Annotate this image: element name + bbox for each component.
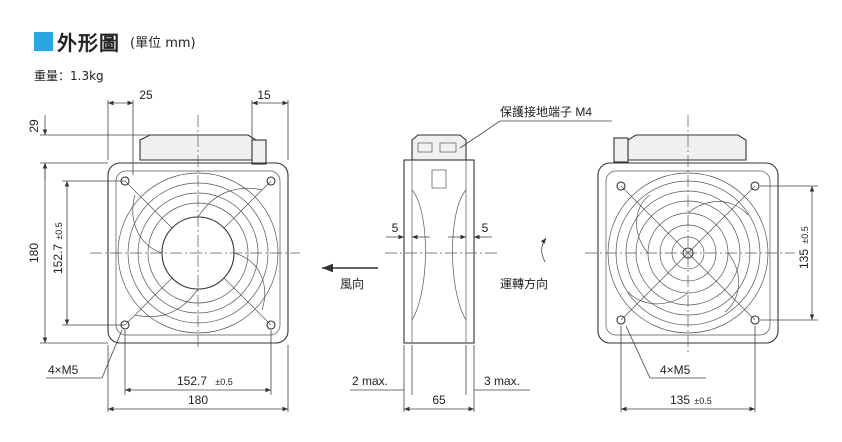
- rotation-indicator: 運轉方向: [500, 237, 548, 291]
- dim-back-right-tol: ±0.5: [800, 226, 810, 243]
- weight-label: 重量：1.3kg: [34, 69, 104, 83]
- back-dimensions: 135 ±0.5 4×M5 135 ±0.5: [620, 185, 818, 412]
- side-connector-2: [439, 142, 457, 153]
- earth-terminal-callout: 保護接地端子 M4: [459, 104, 612, 149]
- dim-bottom-152-tol: ±0.5: [215, 377, 232, 387]
- front-holes-label: 4×M5: [48, 363, 79, 377]
- dim-left-29: 29: [27, 119, 41, 133]
- rotation-label: 運轉方向: [500, 276, 548, 291]
- front-hole-tr: [266, 176, 276, 186]
- dim-side-left-max: 2 max.: [352, 374, 388, 388]
- side-connector-1: [417, 142, 433, 153]
- side-blade-right: [452, 189, 467, 321]
- dim-left-152: 152.7: [51, 244, 65, 274]
- accent-square: [34, 31, 53, 51]
- side-top-box: [411, 134, 467, 161]
- front-blade-3: [134, 288, 199, 318]
- side-body: [403, 159, 475, 344]
- side-blade-left: [411, 189, 426, 321]
- dim-side-left-5: 5: [392, 221, 399, 235]
- back-blade-4: [636, 194, 651, 254]
- side-view: [385, 134, 500, 344]
- front-blade-2: [233, 252, 266, 311]
- dim-side-depth: 65: [432, 393, 446, 407]
- back-blade-1: [687, 201, 749, 216]
- page-title: 外形圖: [57, 30, 120, 55]
- front-view: [90, 115, 300, 350]
- page-header: 外形圖 (單位 mm): [34, 30, 196, 55]
- front-strut-3: [124, 277, 173, 326]
- airflow-indicator: 風向: [322, 263, 378, 291]
- airflow-label: 風向: [340, 276, 364, 291]
- unit-label: (單位 mm): [130, 35, 196, 51]
- dim-side-right-5: 5: [482, 221, 489, 235]
- side-screw: [431, 169, 447, 189]
- side-dimensions: 5 5 2 max. 3 max. 65: [350, 221, 530, 412]
- back-hole-tl: [616, 181, 626, 191]
- dim-back-bottom-tol: ±0.5: [694, 396, 711, 406]
- back-blade-3: [627, 291, 689, 305]
- earth-terminal-label: 保護接地端子 M4: [500, 104, 592, 119]
- front-strut-1: [124, 180, 173, 229]
- dim-bottom-180: 180: [188, 393, 208, 407]
- rotation-arrow: [540, 237, 547, 263]
- front-dimensions: 25 15 29 180 152.7 ±0.5 4×M5 152.7 ±0.5: [27, 88, 289, 412]
- dim-back-bottom-135: 135: [670, 393, 690, 407]
- dim-left-152-tol: ±0.5: [54, 222, 64, 239]
- dim-left-180: 180: [27, 243, 41, 263]
- dim-side-right-max: 3 max.: [484, 374, 520, 388]
- back-top-bracket: [627, 134, 747, 161]
- front-blade-4: [132, 194, 163, 254]
- front-blade-1: [197, 187, 263, 218]
- dim-bottom-152: 152.7: [177, 374, 207, 388]
- front-hole-br: [266, 320, 276, 330]
- dim-back-right-135: 135: [797, 249, 811, 269]
- back-hole-tr: [750, 181, 760, 191]
- back-holes-label: 4×M5: [660, 363, 691, 377]
- back-earth-terminal: [613, 137, 629, 163]
- back-blade-2: [724, 252, 740, 313]
- back-view: [585, 115, 795, 352]
- front-strut-2: [223, 180, 272, 229]
- front-strut-4: [223, 277, 272, 326]
- back-hole-bl: [616, 315, 626, 325]
- front-earth-terminal: [251, 139, 267, 165]
- back-hole-br: [750, 315, 760, 325]
- dim-top-25: 25: [139, 88, 153, 102]
- dim-top-15: 15: [257, 88, 271, 102]
